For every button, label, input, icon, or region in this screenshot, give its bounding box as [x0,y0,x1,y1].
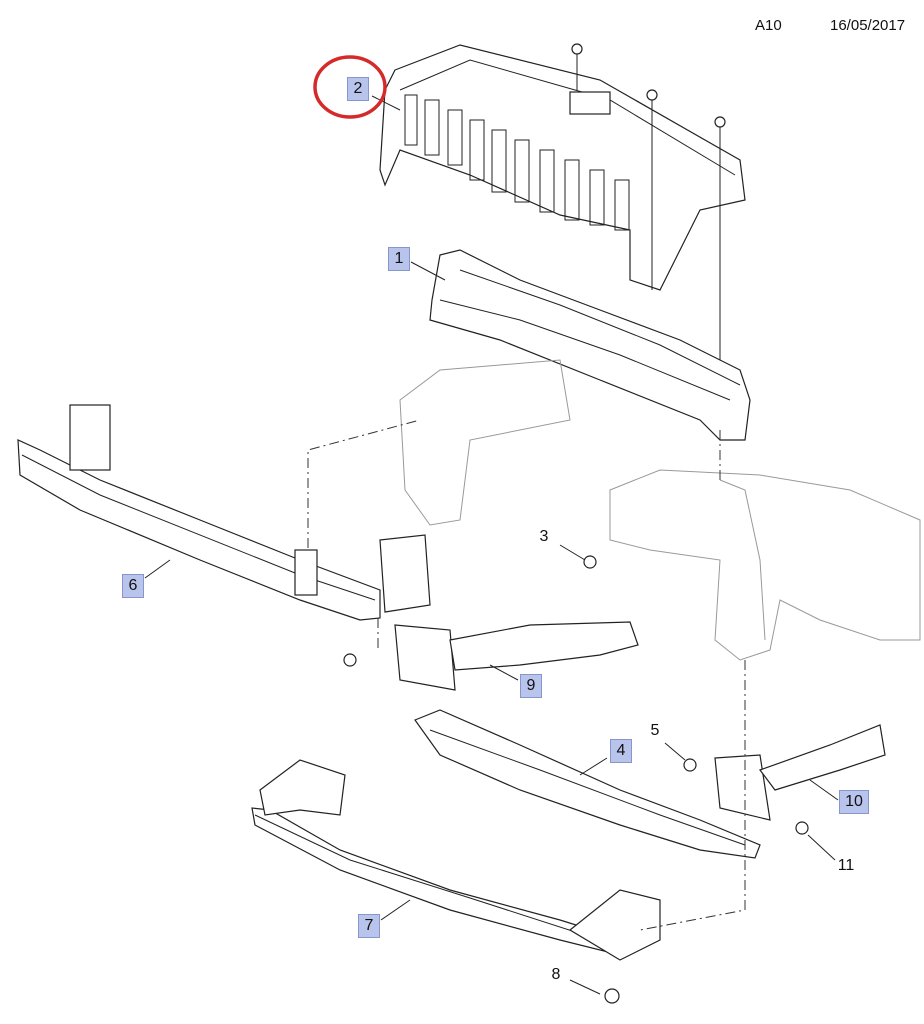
highlight-circle [313,55,387,119]
callout-6[interactable]: 6 [122,574,144,598]
diagram-date: 16/05/2017 [830,17,906,34]
callout-7[interactable]: 7 [358,914,380,938]
callout-8[interactable]: 8 [551,966,561,983]
part-1-upper-tie-bar [429,249,751,441]
part-4-lower-tie-bar [414,709,761,859]
fastener-icons [343,555,809,1004]
callout-1[interactable]: 1 [388,247,410,271]
callout-9[interactable]: 9 [520,674,542,698]
callout-11[interactable]: 11 [837,857,855,874]
callout-3[interactable]: 3 [539,528,549,545]
part-9-crash-box [394,621,639,691]
page-code: A10 [755,17,782,34]
assembly-guide-lines [307,419,746,931]
callout-10[interactable]: 10 [839,790,869,814]
part-7-lower-bumper-beam [251,759,661,961]
callout-4[interactable]: 4 [610,739,632,763]
callout-5[interactable]: 5 [650,722,660,739]
leader-lines [144,95,839,995]
part-6-bumper-reinforcement [17,404,431,621]
part-2-upper-air-deflector [379,44,746,291]
part-10-crash-box [714,724,886,821]
callout-2[interactable]: 2 [347,77,369,101]
vehicle-body-frame [399,359,921,661]
